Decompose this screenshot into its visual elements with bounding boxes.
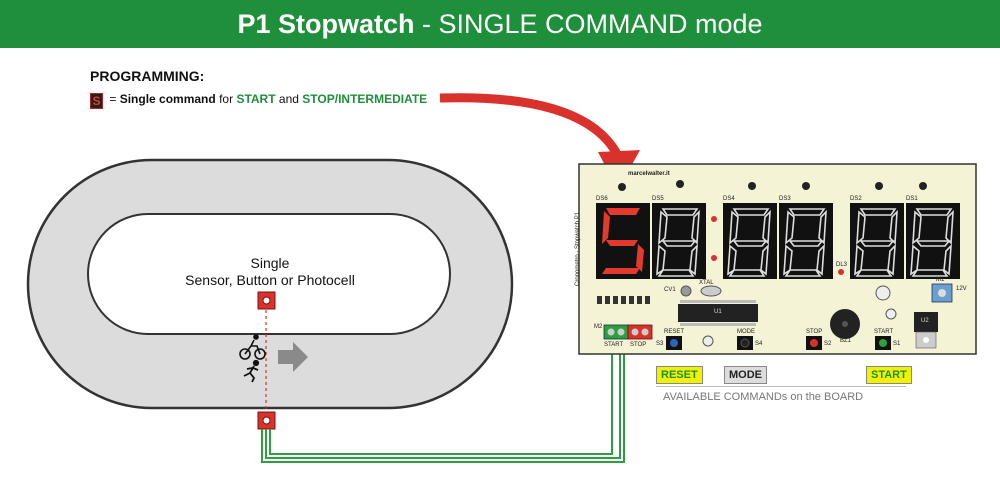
direction-arrow-icon bbox=[278, 342, 308, 372]
page-title: P1 Stopwatch - SINGLE COMMAND mode bbox=[0, 0, 1000, 48]
label-s2: S2 bbox=[824, 341, 832, 347]
resistor-pack bbox=[597, 296, 650, 304]
label-s1: S1 bbox=[893, 341, 901, 347]
available-commands-caption: AVAILABLE COMMANDs on the BOARD bbox=[663, 391, 864, 403]
command-start-badge: START bbox=[866, 366, 912, 384]
label-start-terminal: START bbox=[604, 342, 624, 348]
board-brand: marcelwalter.it bbox=[628, 171, 670, 177]
pcb-board bbox=[578, 163, 977, 355]
digit-s bbox=[602, 208, 644, 274]
for-text: for bbox=[219, 92, 234, 106]
programming-line: S = Single command for START and STOP/IN… bbox=[90, 92, 427, 109]
label-cv1: CV1 bbox=[664, 287, 676, 293]
crystal bbox=[700, 285, 722, 297]
label-s3: S3 bbox=[656, 341, 664, 347]
slash-text: / bbox=[334, 92, 339, 106]
label-ds1: DS1 bbox=[906, 196, 918, 202]
chip-u1 bbox=[678, 304, 758, 322]
terminal-m2 bbox=[603, 324, 653, 340]
label-m1: M1 bbox=[936, 277, 945, 283]
label-m2: M2 bbox=[594, 324, 603, 330]
stop-text: STOP bbox=[302, 92, 335, 106]
label-stop: STOP bbox=[806, 329, 823, 335]
transistors bbox=[618, 180, 927, 191]
board-buttons bbox=[666, 336, 891, 350]
pointer-arrow bbox=[439, 93, 625, 162]
label-ds3: DS3 bbox=[779, 196, 791, 202]
label-ds4: DS4 bbox=[723, 196, 735, 202]
label-ds2: DS2 bbox=[850, 196, 862, 202]
digit-outlines bbox=[656, 208, 954, 277]
command-mode-badge: MODE bbox=[724, 366, 767, 384]
sensor-icon bbox=[257, 411, 276, 430]
label-ds6: DS6 bbox=[596, 196, 608, 202]
label-stop-terminal: STOP bbox=[630, 342, 647, 348]
trimmer bbox=[680, 285, 692, 297]
terminal-m1 bbox=[931, 283, 953, 303]
label-start: START bbox=[874, 329, 894, 335]
track-label-line2: Sensor, Button or Photocell bbox=[185, 272, 355, 288]
wires bbox=[261, 340, 625, 463]
track-inner bbox=[87, 213, 451, 335]
bicycle-icon bbox=[239, 334, 266, 360]
eq-sign: = bbox=[109, 92, 117, 106]
single-command-text: Single command bbox=[119, 92, 216, 106]
label-u1: U1 bbox=[714, 309, 722, 315]
label-s4: S4 bbox=[755, 341, 763, 347]
title-bold: P1 Stopwatch bbox=[237, 9, 415, 39]
command-reset-badge: RESET bbox=[656, 366, 703, 384]
and-text: and bbox=[278, 92, 299, 106]
sensor-icon bbox=[257, 291, 276, 310]
regulator-u2 bbox=[914, 312, 938, 332]
label-12v: 12V bbox=[956, 286, 967, 292]
caption-divider bbox=[656, 386, 906, 387]
label-xtal: XTAL bbox=[699, 280, 714, 286]
intermediate-text: INTERMEDIATE bbox=[338, 92, 428, 106]
label-ds5: DS5 bbox=[652, 196, 664, 202]
label-dl3: DL3 bbox=[836, 262, 848, 268]
label-mode: MODE bbox=[737, 329, 755, 335]
programming-heading: PROGRAMMING: bbox=[90, 68, 205, 84]
title-rest: - SINGLE COMMAND mode bbox=[414, 9, 763, 39]
runner-icon bbox=[243, 359, 260, 383]
start-text: START bbox=[236, 92, 276, 106]
label-reset: RESET bbox=[664, 329, 685, 335]
track-label-line1: Single bbox=[250, 255, 290, 271]
segment-s-icon: S bbox=[90, 93, 103, 109]
label-u2: U2 bbox=[921, 318, 929, 324]
board-side-text: Cronometro - Stopwatch P1 bbox=[575, 211, 581, 286]
label-bz1: BZ1 bbox=[840, 338, 852, 344]
